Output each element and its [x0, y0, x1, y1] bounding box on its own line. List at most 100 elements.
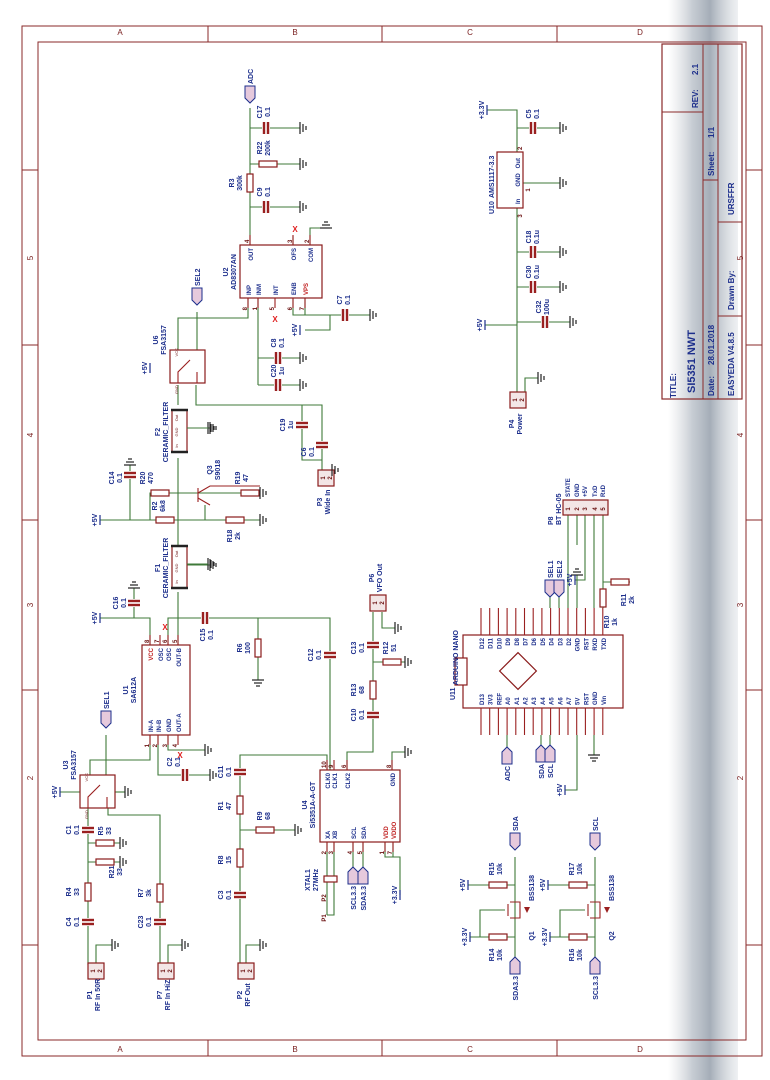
ref-label: R3 — [229, 178, 236, 187]
wire — [95, 944, 112, 965]
pin-name: D10 — [497, 637, 503, 649]
value-label: 0.1 — [359, 643, 366, 653]
ref-label: R7 — [138, 888, 145, 897]
ref-label: C12 — [308, 648, 315, 661]
pin-name: D9 — [506, 637, 512, 645]
connector-p8[interactable] — [562, 499, 609, 516]
value-label: FSA3157 — [161, 325, 168, 355]
ground-icon — [559, 177, 567, 189]
pin-number: 1 — [253, 306, 259, 310]
wire — [167, 617, 331, 770]
value-label: 1u — [288, 421, 295, 429]
value-label: 100 — [245, 642, 252, 654]
pin-name: D7 — [524, 637, 530, 645]
pin-name: A1 — [515, 697, 521, 705]
wire — [575, 515, 586, 581]
connector-p7[interactable] — [157, 962, 175, 980]
ceramic-filter-f2 — [171, 408, 188, 454]
connector-p4[interactable] — [509, 391, 527, 409]
connector-p3[interactable] — [317, 469, 335, 487]
ground-icon — [299, 352, 307, 364]
ground-icon — [259, 939, 267, 951]
connector-p2[interactable] — [237, 962, 255, 980]
ic-u1 — [141, 635, 191, 745]
net-port-sel2 — [553, 579, 565, 598]
resistor-r1 — [236, 795, 244, 815]
connector-p1[interactable] — [87, 962, 105, 980]
pin-name: OUT-A — [177, 713, 183, 732]
ground-icon — [331, 464, 339, 476]
resistor-r21 — [95, 858, 115, 866]
value-label: VFO Out — [377, 563, 384, 592]
ground-icon — [259, 487, 267, 499]
pin-number: 7 — [300, 306, 306, 310]
wire — [391, 751, 405, 770]
resistor-r5 — [95, 839, 115, 847]
net-label: SCL3.3 — [351, 886, 358, 910]
power-label: +5V — [540, 878, 547, 891]
power-label: +5V — [292, 323, 299, 336]
transistor-q3 — [197, 485, 260, 506]
power-label: +5V — [477, 318, 484, 331]
ref-label: C30 — [526, 265, 533, 278]
pin-number: 6 — [342, 764, 348, 768]
capacitor-c12 — [324, 651, 336, 659]
pin-name: CLK1 — [333, 772, 339, 788]
pin-name: XA — [326, 830, 332, 839]
ref-label: C8 — [271, 338, 278, 347]
value-label: 0.1 — [265, 187, 272, 197]
value-label: 10k — [577, 949, 584, 961]
pin-name: GND — [575, 483, 581, 497]
capacitor-c13 — [367, 641, 379, 649]
value-label: 2k — [629, 596, 636, 604]
ground-icon — [404, 656, 412, 668]
pin-number: 5 — [270, 306, 276, 310]
value-label: BT HC-05 — [556, 493, 563, 525]
pin-name: +5V — [583, 486, 589, 497]
pin-number: 5 — [173, 639, 179, 643]
net-port-scl33 — [589, 956, 601, 975]
resistor-r6 — [254, 638, 262, 658]
capacitor-c3 — [234, 891, 246, 899]
ref-label: Q2 — [609, 931, 616, 940]
frame-row-label: 2 — [736, 775, 745, 780]
pin-number: 2 — [328, 476, 334, 480]
ground-icon — [252, 679, 264, 687]
ref-label: C18 — [526, 230, 533, 243]
ref-label: R12 — [383, 641, 390, 654]
value-label: 470 — [148, 472, 155, 484]
value-label: 0.1 — [265, 107, 272, 117]
pin-number: 1 — [321, 476, 327, 480]
pin-number: 4 — [348, 850, 354, 854]
ic-ref: U1 — [123, 685, 130, 694]
ref-label: R2 — [152, 501, 159, 510]
pin-name: GND — [167, 718, 173, 732]
capacitor-c19 — [296, 421, 308, 429]
pin-name: D6 — [532, 637, 538, 645]
ground-icon — [559, 122, 567, 134]
net-port-sda33 — [509, 956, 521, 975]
filter-pin-label: Out — [174, 414, 179, 421]
pin-name: RST — [584, 693, 590, 705]
pin-name: D11 — [489, 637, 495, 648]
wire — [195, 385, 323, 470]
pin-name: STATE — [566, 478, 572, 497]
wire — [381, 612, 395, 629]
sheet-value: 1/1 — [707, 126, 716, 138]
ic-u10 — [496, 151, 524, 209]
pin-name: TxD — [593, 485, 599, 497]
ground-icon — [119, 856, 127, 868]
capacitor-c16 — [128, 599, 140, 607]
date-value: 28.01.2018 — [707, 324, 716, 365]
frame-row-label: 3 — [736, 602, 745, 607]
ref-label: U3 — [63, 760, 70, 769]
value-label: 33 — [74, 888, 81, 896]
ref-label: F1 — [155, 564, 162, 572]
value-label: Wide In — [325, 490, 332, 515]
net-label: SEL2 — [557, 560, 564, 578]
pin-name: D12 — [480, 637, 486, 649]
net-label: SEL2 — [195, 268, 202, 286]
connector-p6[interactable] — [369, 594, 387, 612]
pin-number: 1 — [161, 969, 167, 973]
pin-name: 5V — [576, 698, 582, 705]
